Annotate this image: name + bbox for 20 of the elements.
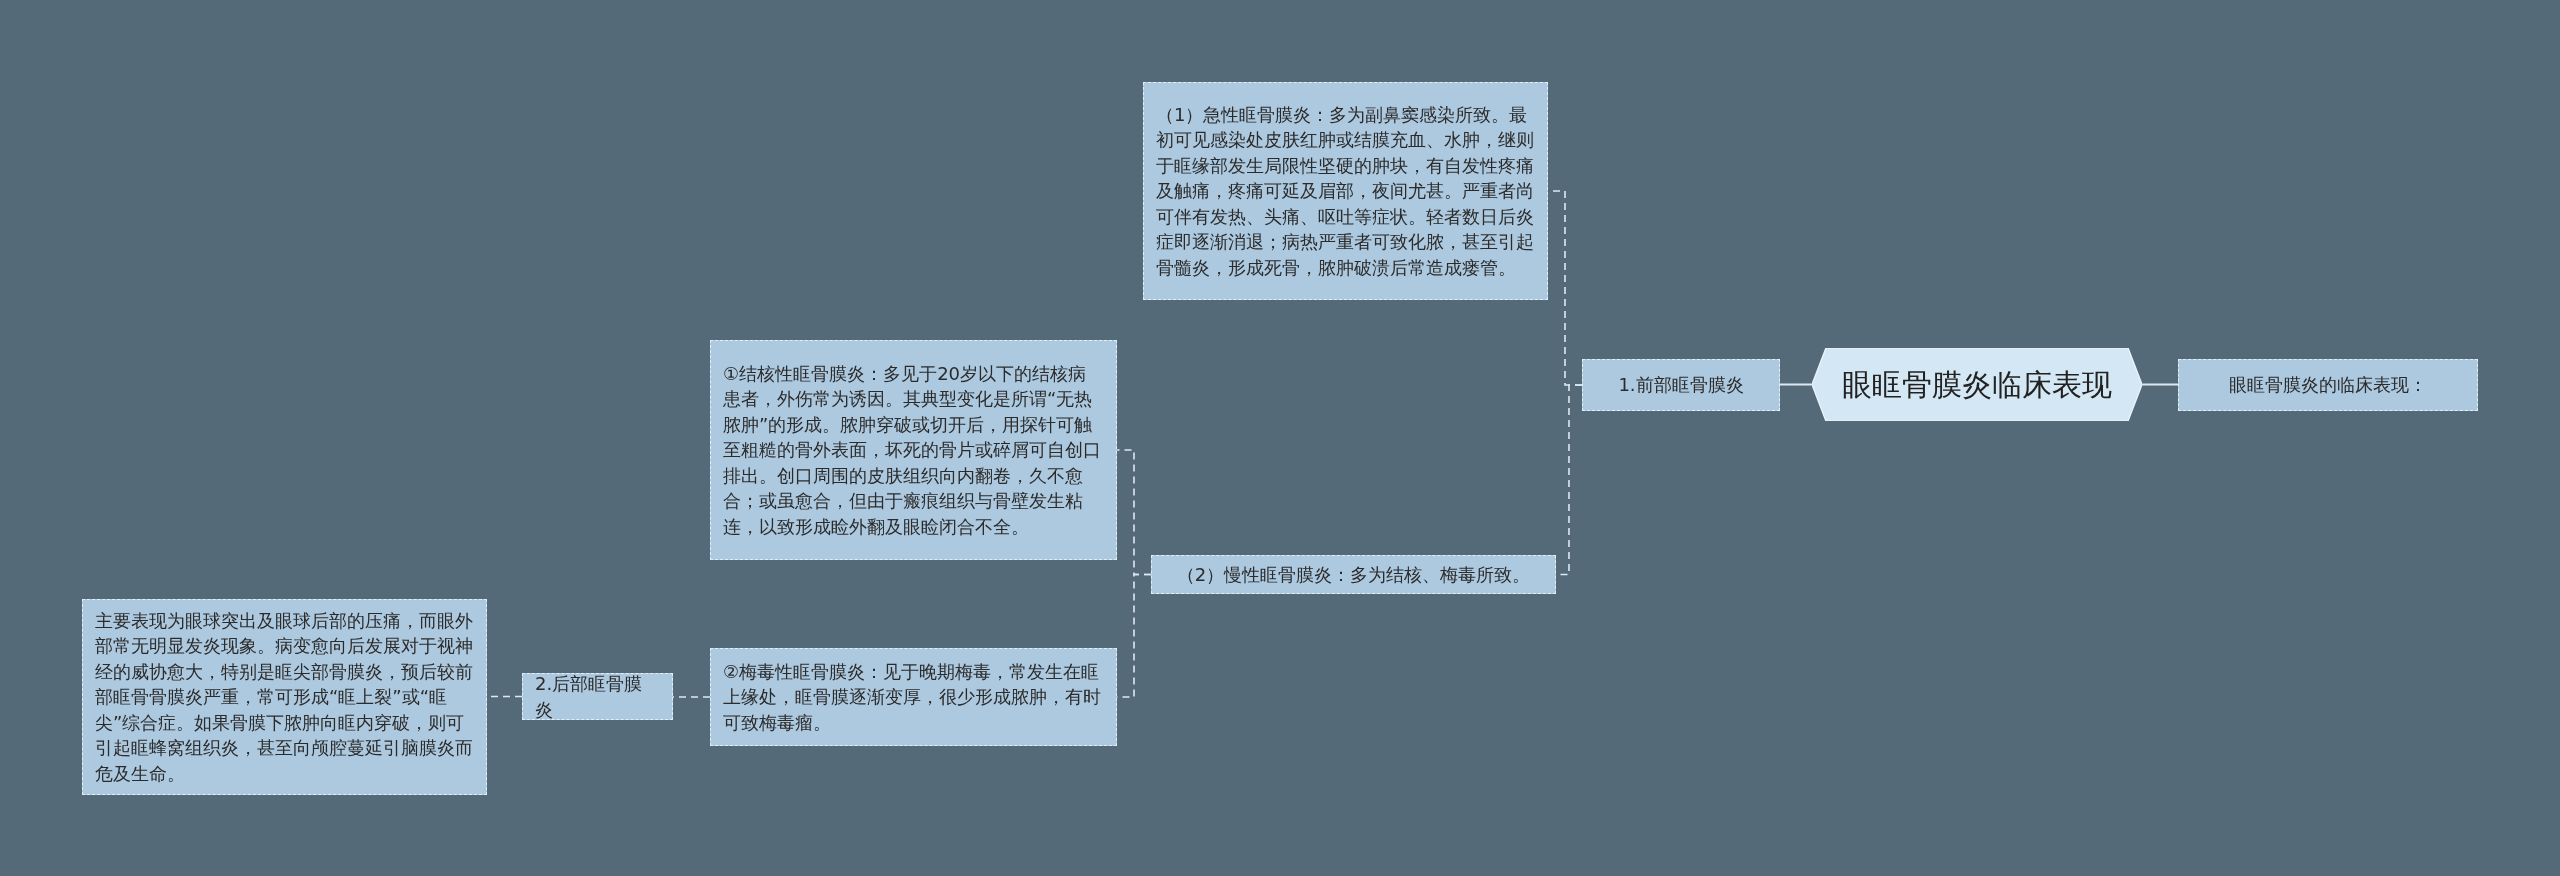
text-card <box>710 648 1117 746</box>
topic-box <box>2178 359 2478 411</box>
node-text: 眼眶骨膜炎的临床表现： <box>2229 373 2427 398</box>
node-text: ②梅毒性眶骨膜炎：见于晚期梅毒，常发生在眶上缘处，眶骨膜逐渐变厚，很少形成脓肿，有时可致梅毒瘤。 <box>723 659 1102 735</box>
node-text: 眼眶骨膜炎临床表现 <box>1842 371 2112 398</box>
topic-box <box>522 673 673 720</box>
node-text: 1.前部眶骨膜炎 <box>1618 373 1744 398</box>
central-topic-hexagon <box>1812 348 2142 421</box>
text-card <box>82 599 487 795</box>
text-card <box>710 340 1117 560</box>
topic-box <box>1582 359 1780 411</box>
connector-line <box>1779 383 1813 386</box>
node-text: （1）急性眶骨膜炎：多为副鼻窦感染所致。最初可见感染处皮肤红肿或结膜充血、水肿，继则于眶缘部发生局限性坚硬的肿块，有自发性疼痛及触痛，疼痛可延及眉部，夜间尤甚。严重者尚可伴有发热、头痛、呕吐等症状。轻者数日后炎症即逐渐消退；病热严重者可致化脓，甚至引起骨髓炎，形成死骨，脓肿破溃后常造成瘘管。 <box>1156 102 1535 280</box>
node-text: ①结核性眶骨膜炎：多见于20岁以下的结核病患者，外伤常为诱因。其典型变化是所谓“无热脓肿”的形成。脓肿穿破或切开后，用探针可触至粗糙的骨外表面，坏死的骨片或碎屑可自创口排出。创口周围的皮肤组织向内翻卷，久不愈合；或虽愈合，但由于瘢痕组织与骨壁发生粘连，以致形成睑外翻及眼睑闭合不全。 <box>723 361 1102 539</box>
node-text: 2.后部眶骨膜炎 <box>535 672 644 722</box>
text-card <box>1143 82 1548 300</box>
node-text: 主要表现为眼球突出及眼球后部的压痛，而眼外部常无明显发炎现象。病变愈向后发展对于视神经的威协愈大，特别是眶尖部骨膜炎，预后较前部眶骨骨膜炎严重，常可形成“眶上裂”或“眶尖”综合症。如果骨膜下脓肿向眶内穿破，则可引起眶蜂窝组织炎，甚至向颅腔蔓延引脑膜炎而危及生命。 <box>95 608 474 786</box>
node-text: （2）慢性眶骨膜炎：多为结核、梅毒所致。 <box>1176 562 1531 587</box>
connector-line <box>2141 383 2179 386</box>
topic-box <box>1151 555 1556 594</box>
